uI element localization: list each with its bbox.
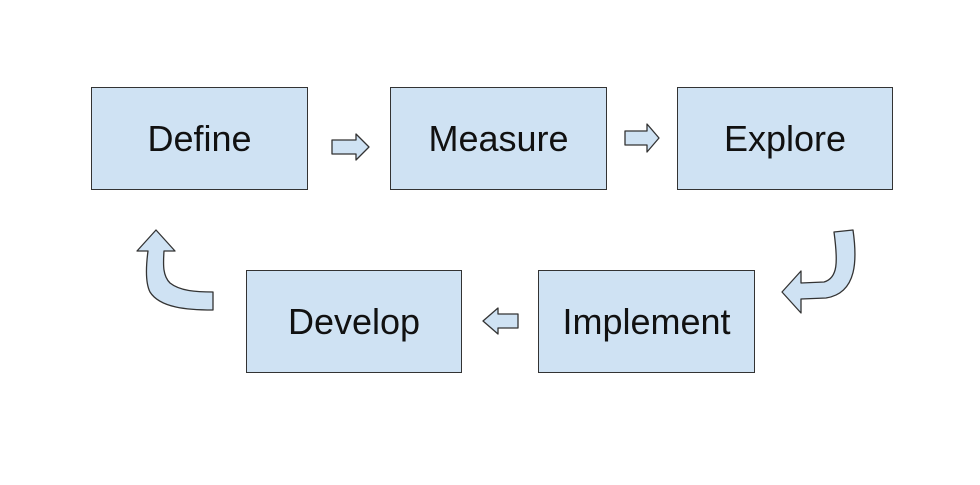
step-label-define: Define [147,117,252,159]
step-label-explore: Explore [723,117,847,159]
arrow-right-icon [624,123,660,153]
arrow-left-icon [482,307,519,335]
step-box-define: Define [91,87,308,190]
step-label-measure: Measure [428,117,569,159]
arrow-right-icon [331,133,370,161]
step-box-develop: Develop [246,270,462,373]
step-label-implement: Implement [562,300,731,342]
step-box-measure: Measure [390,87,607,190]
step-box-explore: Explore [677,87,893,190]
curved-arrow-up-icon [136,229,214,311]
step-label-develop: Develop [287,300,421,342]
step-box-implement: Implement [538,270,755,373]
curved-arrow-down-left-icon [781,229,856,314]
